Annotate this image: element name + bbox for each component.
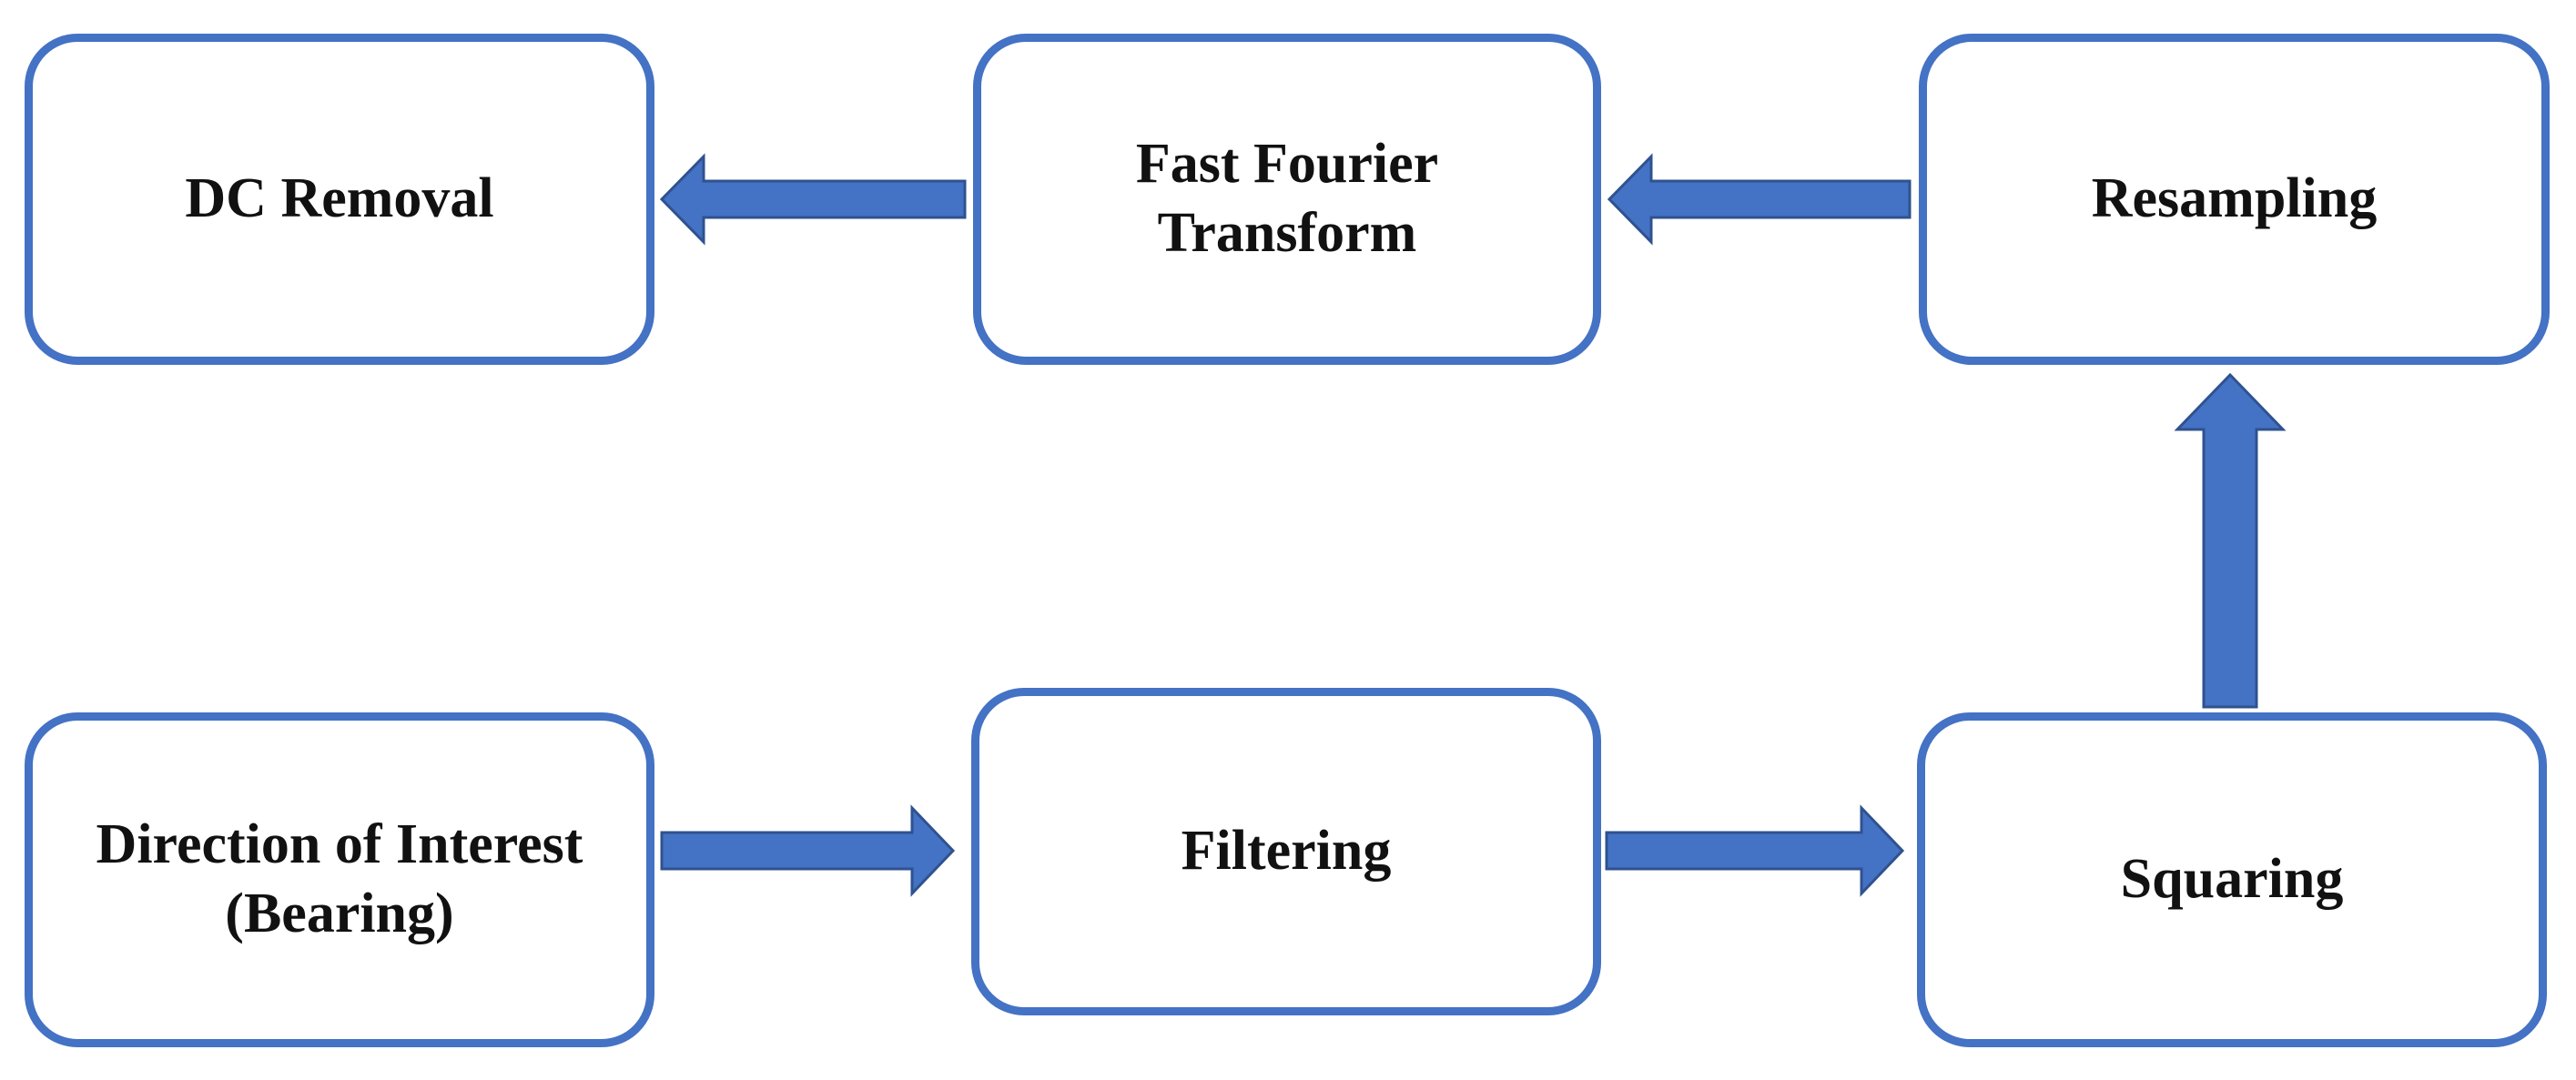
arrow-filtering-to-squaring	[1605, 804, 1905, 897]
node-dc-removal: DC Removal	[25, 34, 654, 365]
arrow-doi-to-filtering	[660, 804, 956, 897]
node-dc-removal-label: DC Removal	[185, 167, 494, 230]
node-filtering-label: Filtering	[1181, 820, 1392, 883]
node-fft-label: Fast Fourier Transform	[1135, 133, 1439, 264]
node-resampling: Resampling	[1919, 34, 2550, 365]
node-fast-fourier-transform: Fast Fourier Transform	[973, 34, 1601, 365]
node-resampling-label: Resampling	[2091, 167, 2378, 230]
node-direction-of-interest: Direction of Interest (Bearing)	[25, 712, 654, 1047]
node-squaring: Squaring	[1917, 712, 2547, 1047]
arrow-fft-to-dc-removal	[659, 153, 967, 246]
arrow-resampling-to-fft	[1607, 153, 1912, 246]
node-direction-of-interest-label: Direction of Interest (Bearing)	[96, 813, 583, 944]
node-filtering: Filtering	[971, 688, 1601, 1015]
node-squaring-label: Squaring	[2120, 848, 2344, 911]
arrow-squaring-to-resampling	[2174, 372, 2287, 709]
